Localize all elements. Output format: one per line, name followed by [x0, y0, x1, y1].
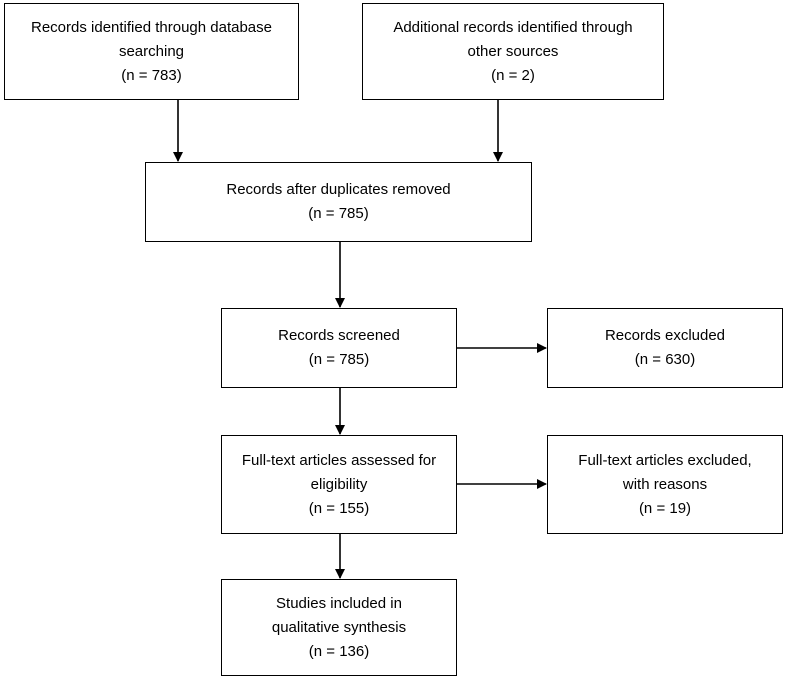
- studies-included-count: (n = 136): [308, 642, 370, 660]
- records-screened-count: (n = 785): [308, 351, 370, 368]
- records-after-duplicates-box: Records after duplicates removed (n = 78…: [145, 162, 532, 242]
- records-excluded-count: (n = 630): [634, 351, 696, 368]
- fulltext-assessed-line-2: eligibility: [310, 475, 368, 493]
- records-screened-box: Records screened (n = 785): [221, 308, 457, 388]
- additional-records-count: (n = 2): [491, 66, 535, 84]
- records-identified-database-count: (n = 783): [121, 66, 182, 84]
- studies-included-line-2: qualitative synthesis: [271, 618, 407, 636]
- fulltext-assessed-count: (n = 155): [308, 499, 370, 517]
- records-identified-database-line-2: searching: [118, 42, 185, 60]
- records-excluded-label: Records excluded: [604, 327, 726, 344]
- fulltext-excluded-count: (n = 19): [638, 499, 692, 517]
- fulltext-excluded-line-1: Full-text articles excluded,: [578, 451, 752, 469]
- fulltext-excluded-line-2: with reasons: [622, 475, 708, 493]
- studies-included-box: Studies included in qualitative synthesi…: [221, 579, 457, 676]
- records-after-duplicates-label: Records after duplicates removed: [226, 181, 451, 198]
- additional-records-line-2: other sources: [467, 42, 559, 60]
- fulltext-assessed-line-1: Full-text articles assessed for: [241, 451, 437, 469]
- records-identified-database-line-1: Records identified through database: [31, 18, 272, 36]
- fulltext-excluded-box: Full-text articles excluded, with reason…: [547, 435, 783, 534]
- records-excluded-box: Records excluded (n = 630): [547, 308, 783, 388]
- additional-records-line-1: Additional records identified through: [393, 18, 633, 36]
- records-after-duplicates-count: (n = 785): [308, 205, 369, 222]
- fulltext-assessed-box: Full-text articles assessed for eligibil…: [221, 435, 457, 534]
- records-screened-label: Records screened: [278, 327, 400, 344]
- records-identified-database-box: Records identified through database sear…: [4, 3, 299, 100]
- additional-records-box: Additional records identified through ot…: [362, 3, 664, 100]
- studies-included-line-1: Studies included in: [276, 594, 402, 612]
